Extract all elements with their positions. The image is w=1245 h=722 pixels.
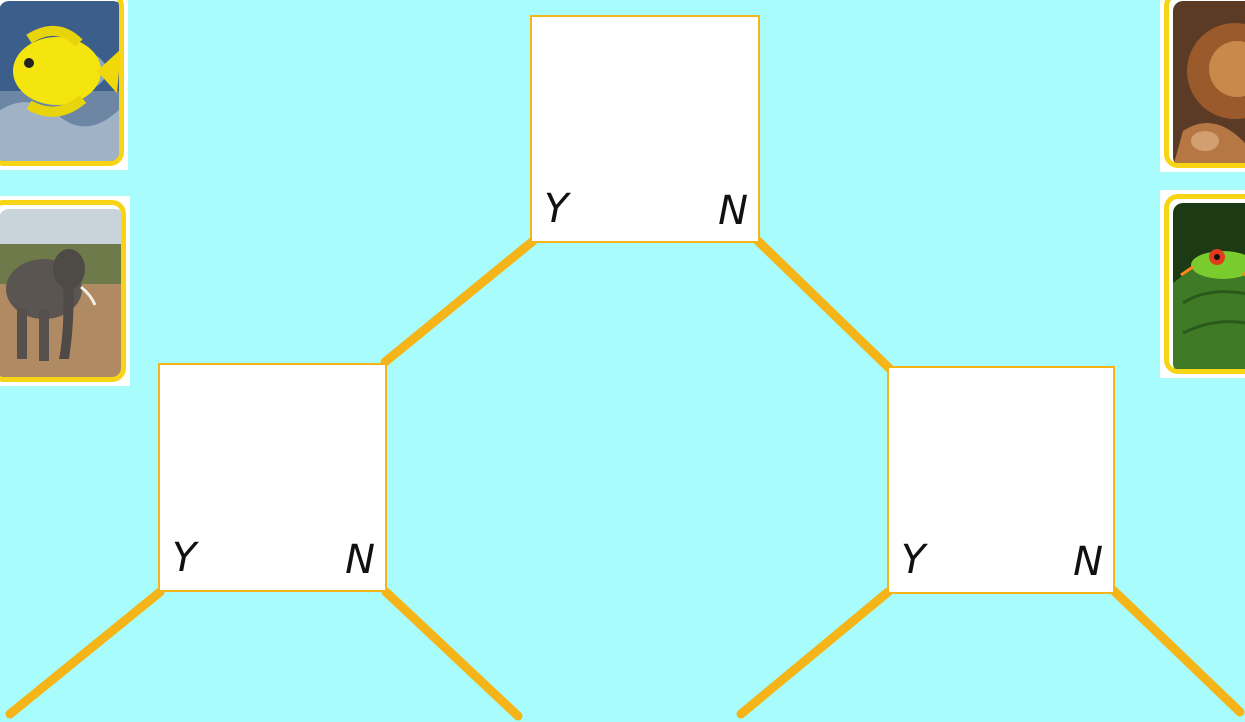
yes-label: Y <box>172 535 197 581</box>
animal-card-frog[interactable] <box>1160 190 1245 378</box>
red-eyed-tree-frog-photo-icon <box>1173 203 1245 369</box>
branch-root-yes <box>380 236 538 367</box>
branch-right-yes <box>736 587 893 719</box>
yellow-tang-fish-photo-icon <box>0 1 119 161</box>
yes-label: Y <box>901 537 926 583</box>
animal-card-lion[interactable] <box>1160 0 1245 172</box>
elephant-photo-icon <box>0 209 121 377</box>
lion-photo-icon <box>1173 1 1245 163</box>
animal-card-elephant[interactable] <box>0 196 130 386</box>
no-label: N <box>1073 539 1103 585</box>
no-label: N <box>345 537 375 583</box>
decision-box-right[interactable]: Y N <box>887 366 1115 594</box>
decision-box-left[interactable]: Y N <box>158 363 387 592</box>
branch-left-no <box>381 587 523 721</box>
branch-root-no <box>753 236 894 373</box>
decision-box-root[interactable]: Y N <box>530 15 760 243</box>
branch-right-no <box>1108 585 1245 717</box>
animal-card-fish[interactable] <box>0 0 128 170</box>
branch-left-yes <box>5 587 165 719</box>
no-label: N <box>718 188 748 234</box>
yes-label: Y <box>544 186 569 232</box>
